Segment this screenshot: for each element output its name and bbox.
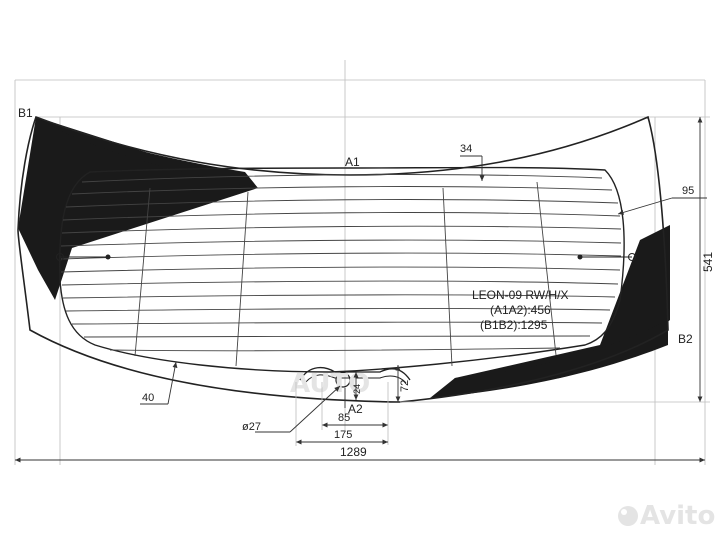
dim-edge-top: 34 bbox=[460, 143, 472, 155]
wiper-hole bbox=[335, 372, 351, 388]
dim-mount-175: 175 bbox=[334, 429, 352, 441]
dimension-lines bbox=[15, 117, 710, 463]
point-a1: A1 bbox=[345, 155, 360, 169]
svg-text:Avito: Avito bbox=[640, 501, 715, 531]
ceramic-band bbox=[18, 117, 670, 398]
spec-b1b2: (B1B2):1295 bbox=[480, 318, 548, 332]
heating-grid-outline bbox=[59, 166, 625, 373]
point-a2: A2 bbox=[348, 402, 363, 416]
terminal-right bbox=[577, 253, 636, 261]
labels: B1 B2 A1 A2 1289 541 34 95 40 ø27 85 175… bbox=[18, 106, 715, 459]
dim-width-total: 1289 bbox=[340, 445, 367, 459]
dim-height-total: 541 bbox=[701, 252, 715, 272]
terminal-left bbox=[56, 253, 111, 261]
spec-a1a2: (A1A2):456 bbox=[490, 303, 551, 317]
dim-mount-85: 85 bbox=[338, 412, 350, 424]
dim-edge-bottom: 40 bbox=[142, 392, 154, 404]
point-b1: B1 bbox=[18, 106, 33, 120]
dim-edge-right: 95 bbox=[682, 185, 694, 197]
spec-model: LEON-09 RW/H/X bbox=[472, 288, 568, 302]
dim-mount-24: 24 bbox=[352, 384, 362, 394]
point-b2: B2 bbox=[678, 332, 693, 346]
heating-lines bbox=[60, 174, 622, 352]
dim-mount-72: 72 bbox=[399, 380, 411, 392]
dim-hole-diameter: ø27 bbox=[242, 421, 261, 433]
vertical-lines bbox=[134, 181, 557, 367]
